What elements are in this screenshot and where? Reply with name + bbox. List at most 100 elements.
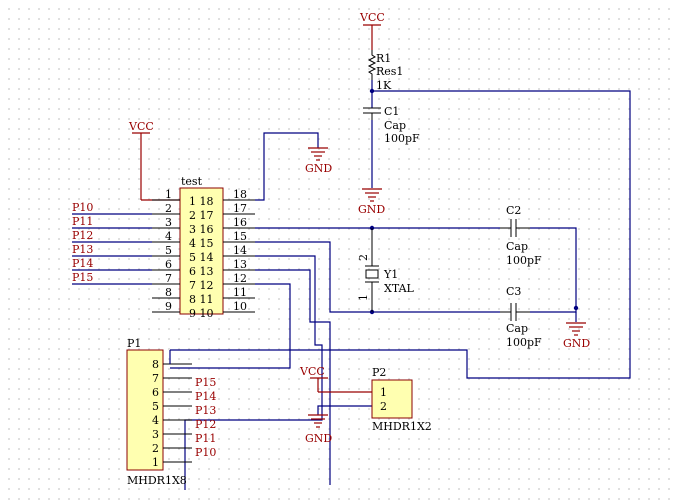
junction-c-gnd — [573, 305, 579, 311]
net-label-p14[interactable]: P14 — [72, 257, 93, 270]
p1-net-label[interactable]: P13 — [195, 404, 216, 417]
crystal-y1[interactable]: 2 1 Y1 XTAL — [357, 228, 415, 312]
ic-inner-label: 5 14 — [189, 251, 214, 264]
vcc-symbol-top[interactable]: VCC — [359, 11, 385, 50]
ic-inner-label: 3 16 — [189, 223, 214, 236]
ic-test-name: test — [181, 175, 203, 188]
p1-pin: 5 — [152, 400, 159, 413]
ic-pin-left: 8 — [165, 286, 172, 299]
wire-rc-loop — [170, 90, 631, 379]
p1-net-label[interactable]: P12 — [195, 418, 216, 431]
ic-inner-label: 1 18 — [189, 195, 214, 208]
ic-pin-right: 10 — [233, 300, 247, 313]
ic-inner-label: 2 17 — [189, 209, 214, 222]
wire-pin15-xtal — [255, 241, 500, 313]
c1-comment: Cap — [384, 119, 406, 132]
p1-comment: MHDR1X8 — [127, 474, 187, 487]
p2-pin: 2 — [380, 400, 387, 413]
ic-pin-left: 2 — [165, 202, 172, 215]
c3-designator: C3 — [506, 285, 521, 298]
ic-test-body — [179, 187, 224, 315]
p1-pin: 1 — [152, 456, 159, 469]
gnd-label-p2: GND — [305, 432, 332, 445]
p1-pin: 2 — [152, 442, 159, 455]
r1-value: 1K — [376, 79, 392, 92]
p1-body — [126, 349, 164, 471]
p1-pin: 3 — [152, 428, 159, 441]
header-p1[interactable]: P1 MHDR1X8 8 7 6 5 4 3 2 1 P15 P14 P13 P… — [126, 337, 216, 487]
ic-pin-left: 5 — [165, 244, 172, 257]
c1-designator: C1 — [384, 105, 399, 118]
ic-pin-right: 17 — [233, 202, 247, 215]
c1-value: 100pF — [384, 132, 420, 145]
vcc-label-p2: VCC — [299, 365, 325, 378]
gnd-symbol-p2[interactable]: GND — [305, 405, 372, 445]
wire-pin12 — [170, 283, 291, 369]
wire-c2-c3-gnd — [530, 227, 577, 313]
r1-comment: Res1 — [376, 65, 403, 78]
ic-inner-label: 4 15 — [189, 237, 214, 250]
gnd-symbol-pin18[interactable]: GND — [305, 147, 332, 175]
ic-pin-left: 6 — [165, 258, 172, 271]
wire-pin18-gnd — [255, 132, 319, 201]
ic-pin-left: 4 — [165, 230, 172, 243]
p1-net-label[interactable]: P15 — [195, 376, 216, 389]
ic-pin-left: 1 — [165, 188, 172, 201]
ic-test[interactable]: test 1 2 3 4 5 6 7 8 9 18 17 16 15 — [152, 175, 255, 320]
ic-pin-right: 18 — [233, 188, 247, 201]
ic-pin-right: 13 — [233, 258, 247, 271]
ic-pin-left: 7 — [165, 272, 172, 285]
y1-pin1: 1 — [357, 294, 370, 301]
ic-pin-right: 16 — [233, 216, 247, 229]
gnd-symbol-caps[interactable]: GND — [563, 322, 590, 350]
net-label-p10[interactable]: P10 — [72, 201, 93, 214]
p1-pin: 8 — [152, 358, 159, 371]
wire-pin13 — [255, 269, 331, 485]
y1-comment: XTAL — [384, 282, 415, 295]
p1-pin: 6 — [152, 386, 159, 399]
resistor-r1[interactable]: R1 Res1 1K — [367, 50, 403, 92]
y1-pin2: 2 — [357, 254, 370, 261]
net-label-p12[interactable]: P12 — [72, 229, 93, 242]
vcc-symbol-p2[interactable]: VCC — [299, 365, 372, 393]
capacitor-c2[interactable]: C2 Cap 100pF — [500, 204, 542, 267]
p2-designator: P2 — [372, 366, 386, 379]
capacitor-c3[interactable]: C3 Cap 100pF — [500, 285, 542, 349]
p1-pin: 4 — [152, 414, 159, 427]
p1-pin: 7 — [152, 372, 159, 385]
p1-net-label[interactable]: P14 — [195, 390, 216, 403]
capacitor-c1[interactable]: C1 Cap 100pF — [363, 105, 420, 145]
ic-inner-label: 6 13 — [189, 265, 214, 278]
r1-designator: R1 — [376, 52, 391, 65]
gnd-symbol-c1[interactable]: GND — [358, 188, 385, 216]
ic-inner-label: 9 10 — [189, 307, 214, 320]
c2-comment: Cap — [506, 240, 528, 253]
header-p2[interactable]: P2 1 2 MHDR1X2 — [371, 366, 432, 433]
p1-net-label[interactable]: P10 — [195, 446, 216, 459]
c2-value: 100pF — [506, 254, 542, 267]
c3-comment: Cap — [506, 322, 528, 335]
net-label-p15[interactable]: P15 — [72, 271, 93, 284]
p1-net-label[interactable]: P11 — [195, 432, 216, 445]
y1-designator: Y1 — [383, 268, 398, 281]
ic-pin-right: 14 — [233, 244, 247, 257]
ic-pin-right: 11 — [233, 286, 247, 299]
net-label-p13[interactable]: P13 — [72, 243, 93, 256]
vcc-symbol-left[interactable]: VCC — [128, 120, 180, 201]
c3-value: 100pF — [506, 336, 542, 349]
gnd-label-caps: GND — [563, 337, 590, 350]
ic-pin-left: 3 — [165, 216, 172, 229]
ic-inner-label: 7 12 — [189, 279, 214, 292]
ic-inner-label: 8 11 — [189, 293, 214, 306]
vcc-label-left: VCC — [128, 120, 154, 133]
p2-body — [371, 379, 413, 419]
gnd-label-c1: GND — [358, 203, 385, 216]
net-label-p11[interactable]: P11 — [72, 215, 93, 228]
ic-pin-right: 15 — [233, 230, 247, 243]
ic-pin-left: 9 — [165, 300, 172, 313]
p2-comment: MHDR1X2 — [372, 420, 432, 433]
p1-designator: P1 — [127, 337, 141, 350]
vcc-label-top: VCC — [359, 11, 385, 24]
c2-designator: C2 — [506, 204, 521, 217]
